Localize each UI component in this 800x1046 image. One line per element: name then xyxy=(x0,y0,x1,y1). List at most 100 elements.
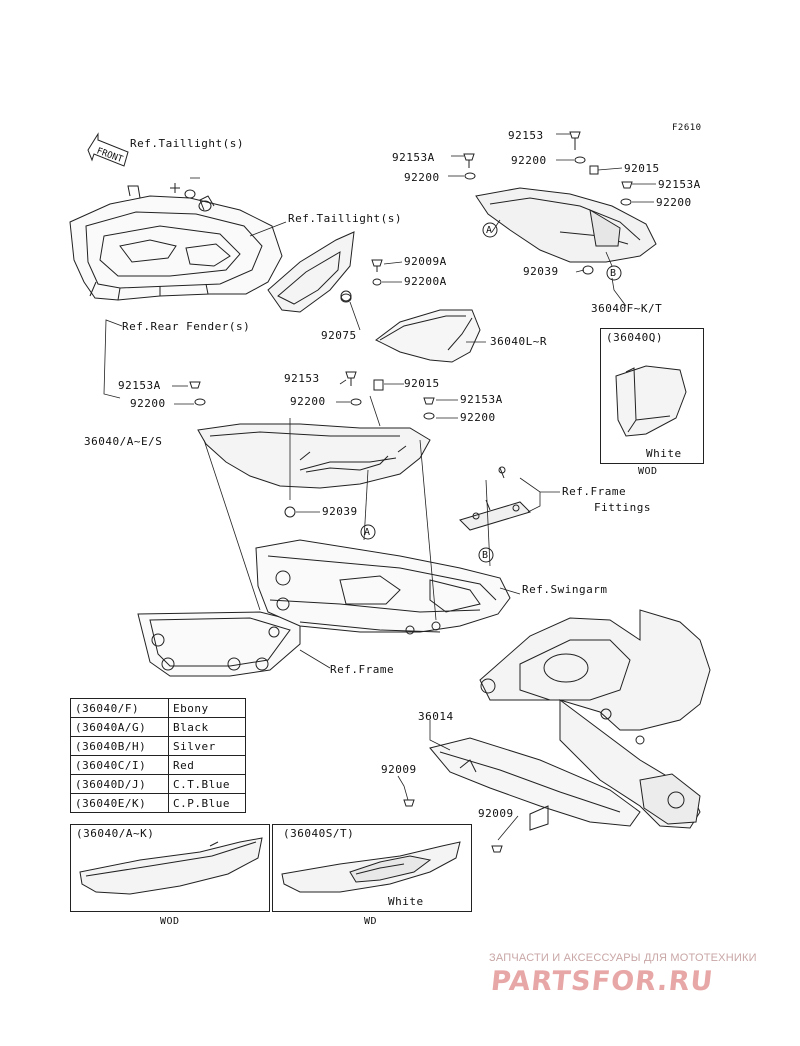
rear-fender-assembly xyxy=(69,183,283,301)
inset-36040q-box xyxy=(600,328,704,464)
watermark-caption: ЗАПЧАСТИ И АКСЕССУАРЫ ДЛЯ МОТОТЕХНИКИ xyxy=(489,952,757,964)
inset-title: (36040S/T) xyxy=(283,827,355,840)
part-number-label: 36040F~K/T xyxy=(591,302,663,315)
inset-caption: WOD xyxy=(160,916,180,927)
chain-guard xyxy=(429,737,641,831)
color-table-row: (36040/F)Ebony xyxy=(70,698,246,718)
callout-letter: A xyxy=(486,225,493,236)
color-code-cell: (36040D/J) xyxy=(70,774,169,794)
color-code-cell: (36040A/G) xyxy=(70,717,169,737)
ref-rear-fender-label: Ref.Rear Fender(s) xyxy=(122,320,251,333)
part-number-label: 36014 xyxy=(418,710,454,723)
seat-cowl-main xyxy=(197,423,431,489)
part-number-label: 92200 xyxy=(511,154,547,167)
swingarm xyxy=(479,609,711,829)
color-name-cell: Black xyxy=(168,717,246,737)
washer-icon xyxy=(350,398,362,406)
color-code-cell: (36040E/K) xyxy=(70,793,169,813)
washer-icon xyxy=(372,278,382,286)
inset-caption: WOD xyxy=(638,466,658,477)
seat-cowl-upper-right xyxy=(475,187,657,263)
frame-fittings xyxy=(459,466,531,531)
part-number-label: 92015 xyxy=(624,162,660,175)
bolt-icon xyxy=(403,799,415,807)
part-number-label: 92200 xyxy=(290,395,326,408)
part-number-label: 92200A xyxy=(404,275,447,288)
color-code-cell: (36040/F) xyxy=(70,698,169,718)
part-number-label: 92039 xyxy=(523,265,559,278)
part-number-label: 92200 xyxy=(404,171,440,184)
bolt-icon xyxy=(569,131,581,150)
front-arrow-icon: FRONT xyxy=(87,132,129,167)
ref-frame-fittings-label: Fittings xyxy=(594,501,651,514)
part-number-label: 36040L~R xyxy=(490,335,547,348)
bolt-icon xyxy=(423,397,435,405)
callout-letter: B xyxy=(482,550,489,561)
washer-icon xyxy=(620,198,632,206)
inset-36040a-k-box xyxy=(70,824,270,912)
color-name-cell: C.P.Blue xyxy=(168,793,246,813)
part-number-label: 92153A xyxy=(118,379,161,392)
inset-color-label: White xyxy=(646,447,682,460)
part-number-label: 92200 xyxy=(656,196,692,209)
bolt-icon xyxy=(491,845,503,853)
color-table-row: (36040E/K)C.P.Blue xyxy=(70,793,246,813)
inset-title: (36040/A~K) xyxy=(76,827,155,840)
color-table-row: (36040C/I)Red xyxy=(70,755,246,775)
ref-taillight-label: Ref.Taillight(s) xyxy=(288,212,402,225)
washer-icon xyxy=(423,412,435,420)
bolt-icon xyxy=(463,153,475,168)
inset-36040s-t-box xyxy=(272,824,472,912)
frame xyxy=(137,539,511,677)
grommet-icon xyxy=(284,506,296,518)
taillight-bracket xyxy=(267,231,355,313)
ref-swingarm-label: Ref.Swingarm xyxy=(522,583,608,596)
callout-letter: A xyxy=(364,527,371,538)
part-number-label: 92009 xyxy=(478,807,514,820)
inset-36040s-t-part xyxy=(281,841,461,893)
ref-frame-fittings-label: Ref.Frame xyxy=(562,485,627,498)
color-table-row: (36040A/G)Black xyxy=(70,717,246,737)
part-number-label: 92153A xyxy=(460,393,503,406)
inset-36040a-k-part xyxy=(79,837,263,895)
inset-36040q-part xyxy=(615,365,687,437)
color-table-row: (36040D/J)C.T.Blue xyxy=(70,774,246,794)
color-table-row: (36040B/H)Silver xyxy=(70,736,246,756)
collar-icon xyxy=(373,379,384,391)
bolt-icon xyxy=(371,259,383,272)
color-name-cell: Silver xyxy=(168,736,246,756)
part-number-label: 92153 xyxy=(284,372,320,385)
ref-frame-label: Ref.Frame xyxy=(330,663,395,676)
washer-icon xyxy=(574,156,586,164)
watermark-logo: PARTSFOR.RU xyxy=(489,966,715,997)
part-number-label: 92009A xyxy=(404,255,447,268)
grommet-icon xyxy=(582,265,594,275)
part-number-label: 92200 xyxy=(460,411,496,424)
bolt-icon xyxy=(345,371,357,386)
collar-icon xyxy=(589,165,599,175)
leader-lines xyxy=(103,133,656,841)
part-number-label: 92039 xyxy=(322,505,358,518)
grommet-icon xyxy=(340,293,352,303)
color-name-cell: C.T.Blue xyxy=(168,774,246,794)
diagram-code: F2610 xyxy=(672,123,702,133)
bolt-icon xyxy=(189,381,201,389)
washer-icon xyxy=(464,172,476,180)
washer-icon xyxy=(194,398,206,406)
part-number-label: 36040/A~E/S xyxy=(84,435,163,448)
callout-circle xyxy=(360,222,622,563)
color-name-cell: Red xyxy=(168,755,246,775)
ref-taillight-label: Ref.Taillight(s) xyxy=(130,137,244,150)
color-code-cell: (36040B/H) xyxy=(70,736,169,756)
inset-caption: WD xyxy=(364,916,378,927)
part-number-label: 92153A xyxy=(658,178,701,191)
color-name-cell: Ebony xyxy=(168,698,246,718)
part-number-label: 92015 xyxy=(404,377,440,390)
inset-color-label: White xyxy=(388,895,424,908)
color-table: (36040/F)Ebony(36040A/G)Black(36040B/H)S… xyxy=(70,698,246,813)
seat-cowl-small xyxy=(375,309,481,363)
inset-title: (36040Q) xyxy=(606,331,663,344)
part-number-label: 92153 xyxy=(508,129,544,142)
part-number-label: 92075 xyxy=(321,329,357,342)
